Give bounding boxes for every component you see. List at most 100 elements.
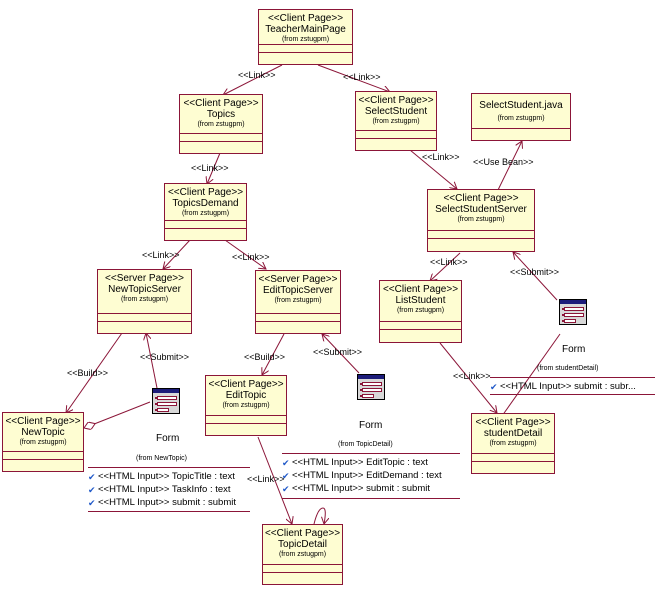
page-name: NewTopicServer	[108, 284, 181, 295]
link-label: <<Link>>	[238, 70, 276, 80]
link-topics-demand	[207, 152, 221, 184]
package: (from zstugpm)	[181, 210, 230, 217]
stereotype: <<Server Page>>	[105, 273, 184, 284]
link-selectstudent-server	[409, 149, 457, 189]
attribute-icon: ✔	[490, 382, 498, 392]
topics-page[interactable]: <<Client Page>>Topics(from zstugpm)	[179, 94, 263, 154]
link-main-selectstudent	[317, 64, 390, 92]
page-name: ListStudent	[395, 295, 446, 306]
attribute-row: ✔<<HTML Input>> TaskInfo : text	[88, 484, 231, 495]
teacher-main-page[interactable]: <<Client Page>>TeacherMainPage(from zstu…	[258, 9, 353, 65]
edit-topic-page[interactable]: <<Client Page>>EditTopic(from zstugpm)	[205, 375, 287, 436]
form-package: (from NewTopic)	[136, 455, 187, 462]
list-student-page[interactable]: <<Client Page>>ListStudent(from zstugpm)	[379, 280, 462, 343]
stereotype: <<Client Page>>	[382, 284, 459, 295]
page-name: Topics	[206, 109, 236, 120]
page-name: SelectStudent	[364, 106, 428, 117]
link-demand-newtopicserver	[163, 239, 191, 269]
form-package: (from TopicDetail)	[338, 441, 393, 448]
form-package: (from studentDetail)	[537, 365, 599, 372]
attribute-row: ✔<<HTML Input>> submit : submit	[88, 497, 236, 508]
new-topic-server-page[interactable]: <<Server Page>>NewTopicServer(from zstug…	[97, 269, 192, 334]
stereotype: <<Client Page>>	[183, 98, 259, 109]
package: (from zstugpm)	[19, 439, 67, 446]
select-student-java[interactable]: SelectStudent.java (from zstugpm)	[471, 93, 571, 141]
stereotype: <<Client Page>>	[443, 193, 519, 204]
stereotype: <<Client Page>>	[167, 187, 244, 198]
form-icon[interactable]	[559, 299, 587, 325]
package: (from zstugpm)	[197, 121, 245, 128]
new-topic-form-attributes: ✔<<HTML Input>> TopicTitle : text ✔<<HTM…	[88, 467, 250, 512]
aggregation-newtopic-form	[84, 401, 151, 428]
link-label: <<Link>>	[232, 252, 270, 262]
new-topic-page[interactable]: <<Client Page>>NewTopic(from zstugpm)	[2, 412, 84, 472]
stereotype: <<Client Page>>	[208, 379, 284, 390]
link-label: <<Link>>	[343, 72, 381, 82]
select-student-page[interactable]: <<Client Page>>SelectStudent(from zstugp…	[355, 91, 437, 151]
page-name: EditTopic	[225, 390, 267, 401]
submit-label: <<Submit>>	[510, 267, 560, 277]
package: (from zstugpm)	[222, 402, 270, 409]
package: (from zstugpm)	[120, 296, 169, 303]
stereotype: <<Client Page>>	[267, 13, 344, 24]
attribute-icon: ✔	[88, 472, 96, 482]
link-label: <<Link>>	[142, 250, 180, 260]
package: (from zstugpm)	[489, 440, 537, 447]
attribute-row: ✔<<HTML Input>> EditTopic : text	[282, 457, 428, 468]
attribute-icon: ✔	[282, 484, 290, 494]
topic-detail-page[interactable]: <<Client Page>>TopicDetail(from zstugpm)	[262, 524, 343, 585]
page-name: SelectStudent.java	[479, 100, 563, 111]
page-name: TopicsDemand	[172, 198, 239, 209]
attribute-icon: ✔	[88, 485, 96, 495]
link-label: <<Link>>	[453, 371, 491, 381]
package: (from zstugpm)	[497, 115, 545, 122]
topics-demand-page[interactable]: <<Client Page>>TopicsDemand(from zstugpm…	[164, 183, 247, 241]
stereotype: <<Client Page>>	[264, 528, 341, 539]
build-label: <<Build>>	[67, 368, 109, 378]
student-detail-form-attributes: ✔<<HTML Input>> submit : subr...	[490, 377, 655, 395]
page-name: studentDetail	[483, 428, 543, 439]
use-bean-label: <<Use Bean>>	[473, 157, 534, 167]
build-newtopicserver-newtopic	[66, 332, 123, 413]
link-main-topics	[223, 64, 283, 95]
attribute-row: ✔<<HTML Input>> submit : submit	[282, 483, 430, 494]
form-icon[interactable]	[152, 388, 180, 414]
page-name: NewTopic	[21, 427, 65, 438]
form-name: Form	[359, 420, 383, 431]
submit-form-edittopicserver	[322, 334, 360, 374]
attribute-icon: ✔	[282, 471, 290, 481]
form-name: Form	[156, 433, 180, 444]
stereotype: <<Client Page>>	[358, 95, 434, 106]
package: (from zstugpm)	[274, 297, 322, 304]
edit-topic-server-page[interactable]: <<Server Page>>EditTopicServer(from zstu…	[255, 270, 341, 334]
topic-detail-form-attributes: ✔<<HTML Input>> EditTopic : text ✔<<HTML…	[282, 453, 460, 499]
usebean-server-java	[497, 141, 522, 191]
link-label: <<Link>>	[247, 474, 285, 484]
stereotype: <<Server Page>>	[258, 274, 338, 285]
student-detail-page[interactable]: <<Client Page>>studentDetail(from zstugp…	[471, 413, 555, 474]
submit-form-selectstudentserver	[513, 252, 558, 301]
package: (from zstugpm)	[457, 216, 505, 223]
attribute-row: ✔<<HTML Input>> submit : subr...	[490, 381, 636, 392]
build-edittopicserver-edittopic	[262, 333, 285, 375]
link-label: <<Link>>	[430, 257, 468, 267]
form-icon[interactable]	[357, 374, 385, 400]
page-name: TeacherMainPage	[265, 24, 346, 35]
package: (from zstugpm)	[278, 551, 327, 558]
submit-label: <<Submit>>	[313, 347, 363, 357]
submit-label: <<Submit>>	[140, 352, 190, 362]
link-demand-edittopicserver	[224, 239, 266, 269]
page-name: SelectStudentServer	[435, 204, 527, 215]
submit-form-newtopicserver	[146, 333, 158, 389]
link-liststudent-studentdetail	[439, 342, 497, 413]
link-label: <<Link>>	[422, 152, 460, 162]
link-edittopic-topicdetail	[257, 436, 292, 524]
attribute-icon: ✔	[88, 498, 96, 508]
link-label: <<Link>>	[191, 163, 229, 173]
package: (from zstugpm)	[281, 36, 330, 43]
attribute-row: ✔<<HTML Input>> EditDemand : text	[282, 470, 442, 481]
select-student-server-page[interactable]: <<Client Page>>SelectStudentServer(from …	[427, 189, 535, 252]
attribute-icon: ✔	[282, 458, 290, 468]
